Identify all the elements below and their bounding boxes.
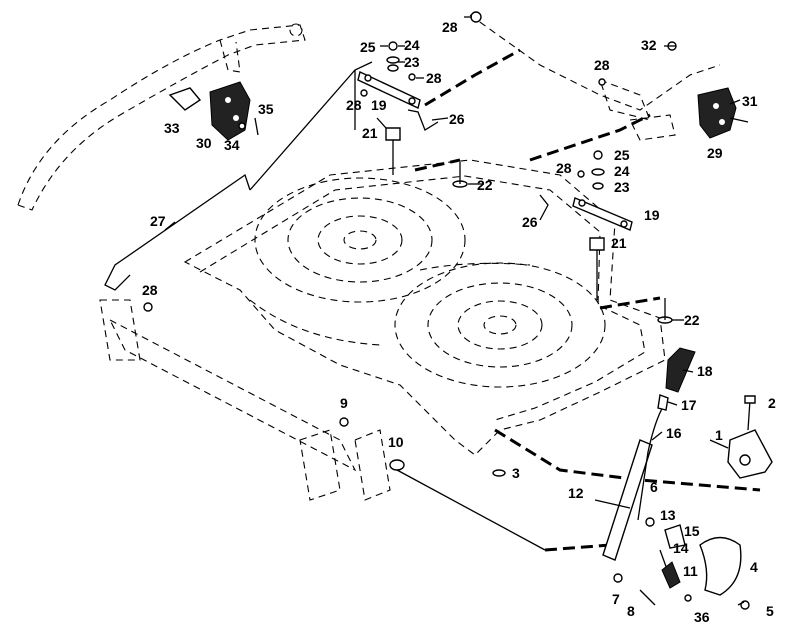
- callout-14: 14: [673, 540, 689, 556]
- callout-32: 32: [641, 37, 657, 53]
- callout-25: 25: [360, 39, 376, 55]
- leader-lines: [164, 16, 745, 606]
- callout-21: 21: [362, 125, 378, 141]
- bolt-12: [594, 499, 631, 509]
- callout-28: 28: [426, 70, 442, 86]
- hardware-stack-left: [360, 41, 416, 175]
- callout-10: 10: [388, 434, 404, 450]
- callout-33: 33: [164, 120, 180, 136]
- hardware-stack-right: [577, 150, 605, 300]
- callout-30: 30: [196, 135, 212, 151]
- rod-10-link: [396, 469, 546, 551]
- callout-17: 17: [681, 397, 697, 413]
- height-bracket-30: [168, 81, 259, 141]
- callout-23: 23: [614, 179, 630, 195]
- callout-labels: 28 25 24 23 28 28 19 35 33 30 34 21 26 3…: [142, 19, 776, 625]
- callout-6: 6: [650, 479, 658, 495]
- lift-strap-19-left: [357, 71, 439, 131]
- callout-28: 28: [556, 160, 572, 176]
- callout-28: 28: [142, 282, 158, 298]
- callout-21: 21: [611, 235, 627, 251]
- nut-3: [492, 469, 506, 477]
- washer-7: [613, 573, 623, 583]
- callout-11: 11: [683, 563, 698, 579]
- callout-9: 9: [340, 395, 348, 411]
- bolt-8: [639, 589, 656, 606]
- callout-31: 31: [742, 93, 758, 109]
- washer-28-lower-left: [143, 302, 153, 312]
- callout-5: 5: [766, 603, 774, 619]
- lift-lever-6: [602, 347, 696, 561]
- callout-3: 3: [512, 465, 520, 481]
- callout-28: 28: [594, 57, 610, 73]
- clip-9: [339, 417, 349, 427]
- callout-16: 16: [666, 425, 682, 441]
- callout-26: 26: [449, 111, 465, 127]
- callout-1: 1: [715, 427, 723, 443]
- callout-27: 27: [150, 213, 166, 229]
- callout-25: 25: [614, 147, 630, 163]
- callout-28: 28: [442, 19, 458, 35]
- ghost-upper-frame: [469, 14, 721, 141]
- callout-28: 28: [346, 97, 362, 113]
- callout-8: 8: [627, 603, 635, 619]
- rod-27: [104, 61, 373, 291]
- callout-4: 4: [750, 559, 758, 575]
- bushing-10: [389, 459, 405, 471]
- washer-28-top: [470, 11, 482, 23]
- callout-19: 19: [644, 207, 660, 223]
- lever-cover-4: [699, 536, 750, 610]
- callout-26: 26: [522, 214, 538, 230]
- washer-28-right: [598, 78, 606, 86]
- linkage-dashed: [414, 48, 761, 552]
- callout-24: 24: [404, 37, 420, 53]
- callout-15: 15: [684, 523, 700, 539]
- callout-36: 36: [694, 609, 710, 625]
- callout-24: 24: [614, 163, 630, 179]
- bolt-22-lower: [657, 298, 673, 324]
- latch-parts: [645, 517, 692, 602]
- bolt-22-upper: [452, 162, 468, 188]
- callout-19: 19: [371, 97, 387, 113]
- callout-18: 18: [697, 363, 713, 379]
- callout-2: 2: [768, 395, 776, 411]
- callout-22: 22: [477, 177, 493, 193]
- callout-29: 29: [707, 145, 723, 161]
- callout-7: 7: [612, 591, 620, 607]
- lift-strap-19-right: [539, 194, 633, 231]
- callout-22: 22: [684, 312, 700, 328]
- height-bracket-29: [667, 41, 749, 139]
- callout-12: 12: [568, 485, 584, 501]
- pivot-bracket-1: [727, 395, 773, 479]
- ghost-axle: [99, 299, 391, 501]
- mower-deck-outline: [183, 159, 666, 456]
- callout-13: 13: [660, 507, 676, 523]
- callout-34: 34: [224, 137, 240, 153]
- ghost-lift-arm: [17, 23, 306, 211]
- callout-35: 35: [258, 101, 274, 117]
- callout-23: 23: [404, 54, 420, 70]
